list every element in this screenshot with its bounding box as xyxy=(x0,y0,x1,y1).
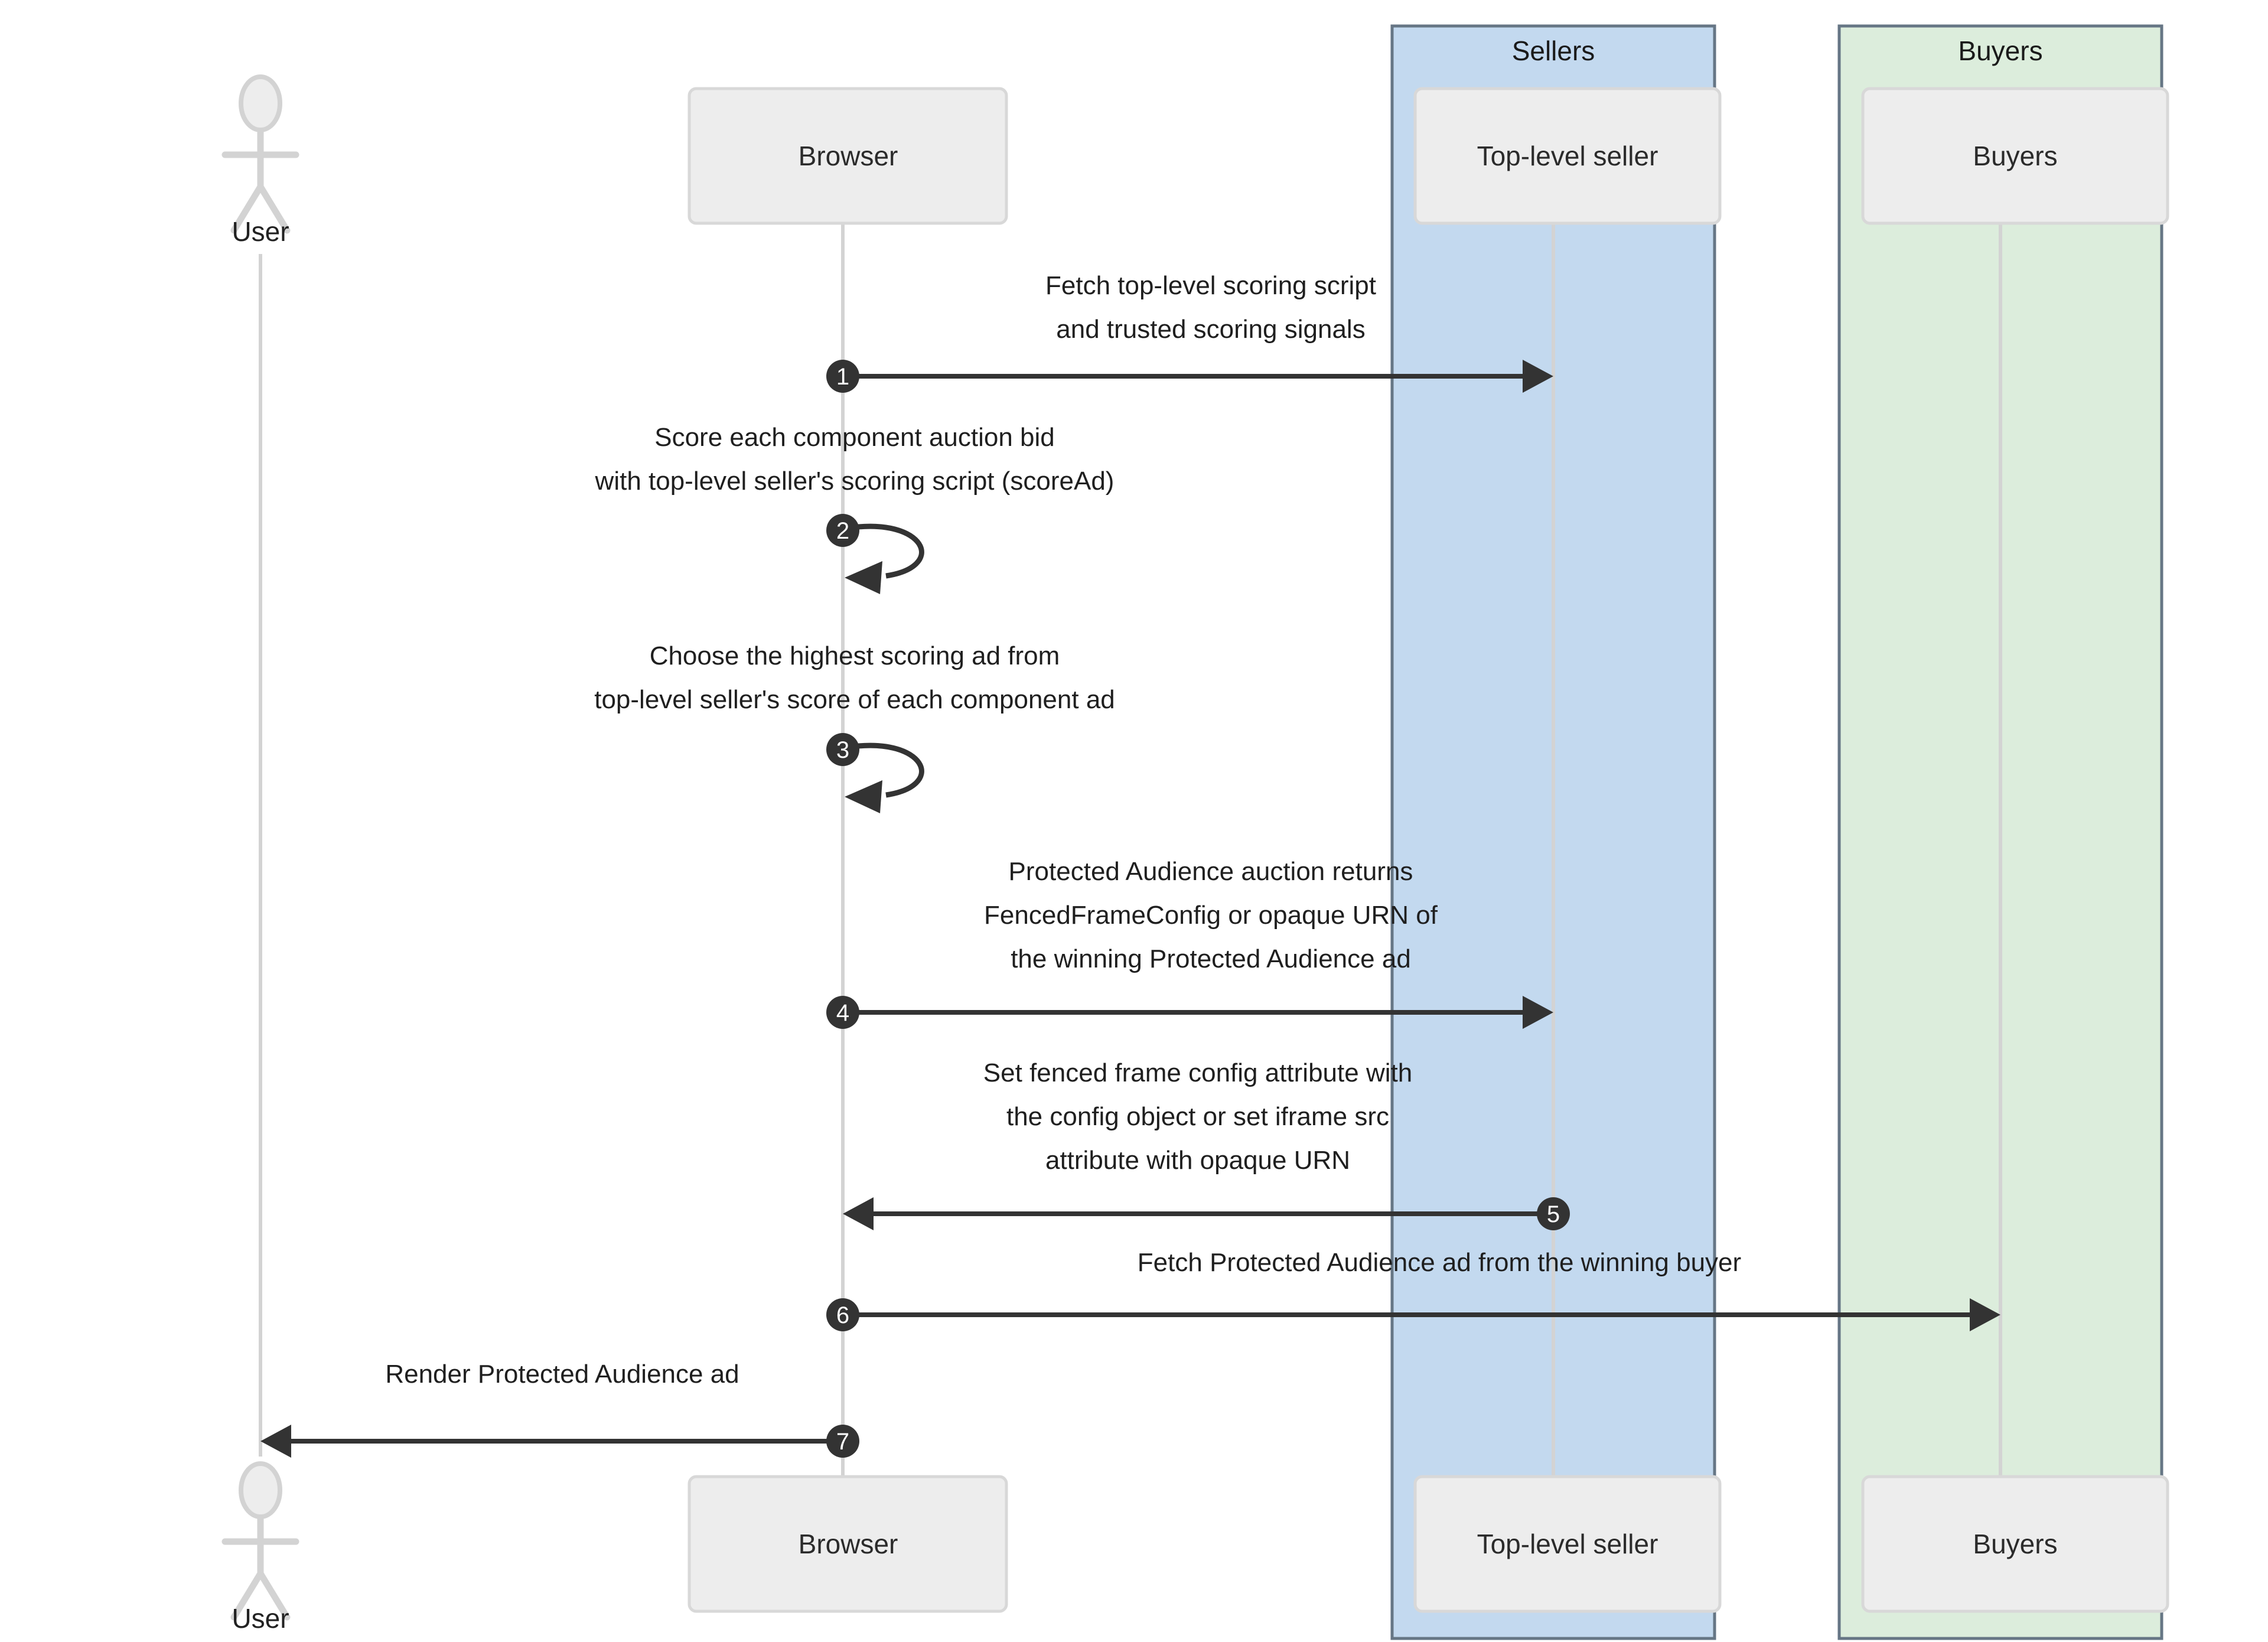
participant-browser-bottom-label: Browser xyxy=(799,1529,898,1559)
message-5-label-line-3: attribute with opaque URN xyxy=(1045,1146,1350,1175)
message-7-arrowhead-icon xyxy=(260,1425,291,1458)
message-1-arrowhead-icon xyxy=(1523,360,1553,393)
participant-top-level-seller-top-rect xyxy=(1413,87,1722,225)
message-7-badge xyxy=(826,1425,859,1458)
message-2-label-line-2: with top-level seller's scoring script (… xyxy=(595,467,1115,496)
message-5-badge xyxy=(1537,1197,1570,1230)
participant-buyers-bottom-label: Buyers xyxy=(1973,1529,2057,1559)
message-7-label-line-1: Render Protected Audience ad xyxy=(385,1360,739,1389)
participant-buyers-bottom: Buyers xyxy=(1861,1475,2169,1613)
participant-top-level-seller-bottom-rect xyxy=(1413,1475,1722,1613)
message-3-label-line-2: top-level seller's score of each compone… xyxy=(594,685,1115,714)
message-5-label-line-2: the config object or set iframe src xyxy=(1006,1102,1389,1131)
actor-user-top: User xyxy=(221,74,299,247)
participant-browser-top-rect xyxy=(687,87,1008,225)
actor-user-bottom: User xyxy=(221,1461,299,1634)
message-5-badge-number: 5 xyxy=(1547,1201,1560,1227)
message-4-label-line-1: Protected Audience auction returns xyxy=(1009,857,1413,886)
participant-top-level-seller-bottom-label: Top-level seller xyxy=(1477,1529,1658,1559)
actor-head-icon xyxy=(239,1461,282,1519)
message-7-badge-number: 7 xyxy=(836,1429,849,1455)
message-2-label-line-1: Score each component auction bid xyxy=(654,423,1055,452)
participant-top-level-seller-top-label: Top-level seller xyxy=(1477,141,1658,171)
message-1-badge-number: 1 xyxy=(836,364,849,390)
participant-browser-bottom-rect xyxy=(687,1475,1008,1613)
message-3-self-loop-line xyxy=(858,742,924,798)
message-4-label-line-3: the winning Protected Audience ad xyxy=(1011,944,1411,973)
message-6-badge-number: 6 xyxy=(836,1302,849,1328)
actor-body-icon xyxy=(221,128,299,234)
participant-buyers-top: Buyers xyxy=(1861,87,2169,225)
actor-user-bottom-label: User xyxy=(232,1603,289,1634)
participant-browser-bottom: Browser xyxy=(687,1475,1008,1613)
message-6[interactable]: Fetch Protected Audience ad from the win… xyxy=(826,1248,2000,1331)
message-3-badge-number: 3 xyxy=(836,737,849,763)
participant-top-level-seller-top: Top-level seller xyxy=(1413,87,1722,225)
message-3[interactable]: Choose the highest scoring ad from top-l… xyxy=(594,641,1115,813)
message-2-self-loop-line xyxy=(858,523,924,579)
message-1-badge xyxy=(826,360,859,393)
message-2[interactable]: Score each component auction bid with to… xyxy=(595,423,1115,594)
message-6-arrowhead-icon xyxy=(1970,1298,2000,1331)
participant-buyers-top-rect xyxy=(1861,87,2169,225)
message-2-badge xyxy=(826,514,859,547)
message-4-badge xyxy=(826,996,859,1029)
message-3-badge xyxy=(826,733,859,766)
participant-top-level-seller-bottom: Top-level seller xyxy=(1413,1475,1722,1613)
message-2-arrowhead-icon xyxy=(845,561,882,594)
message-4[interactable]: Protected Audience auction returns Fence… xyxy=(826,857,1553,1029)
message-4-label-line-2: FencedFrameConfig or opaque URN of xyxy=(984,901,1438,930)
message-2-badge-number: 2 xyxy=(836,518,849,544)
message-1[interactable]: Fetch top-level scoring script and trust… xyxy=(826,271,1553,393)
actor-head-icon xyxy=(239,74,282,132)
actor-body-icon xyxy=(221,1514,299,1621)
message-4-arrowhead-icon xyxy=(1523,996,1553,1029)
actor-user-top-label: User xyxy=(232,216,289,247)
message-3-label-line-1: Choose the highest scoring ad from xyxy=(650,641,1060,670)
participant-buyers-top-label: Buyers xyxy=(1973,141,2057,171)
message-6-badge xyxy=(826,1298,859,1331)
participant-buyers-bottom-rect xyxy=(1861,1475,2169,1613)
group-sellers-label: Sellers xyxy=(1512,35,1595,66)
group-buyers-label: Buyers xyxy=(1958,35,2042,66)
participant-browser-top: Browser xyxy=(687,87,1008,225)
message-6-label-line-1: Fetch Protected Audience ad from the win… xyxy=(1138,1248,1741,1277)
message-1-label-line-2: and trusted scoring signals xyxy=(1056,315,1365,344)
message-3-arrowhead-icon xyxy=(845,780,882,813)
message-7[interactable]: Render Protected Audience ad 7 xyxy=(260,1360,859,1458)
message-5[interactable]: Set fenced frame config attribute with t… xyxy=(843,1058,1570,1230)
message-4-badge-number: 4 xyxy=(836,1000,849,1026)
message-1-label-line-1: Fetch top-level scoring script xyxy=(1045,271,1376,300)
message-5-label-line-1: Set fenced frame config attribute with xyxy=(983,1058,1412,1087)
participant-browser-top-label: Browser xyxy=(799,141,898,171)
message-5-arrowhead-icon xyxy=(843,1197,874,1230)
